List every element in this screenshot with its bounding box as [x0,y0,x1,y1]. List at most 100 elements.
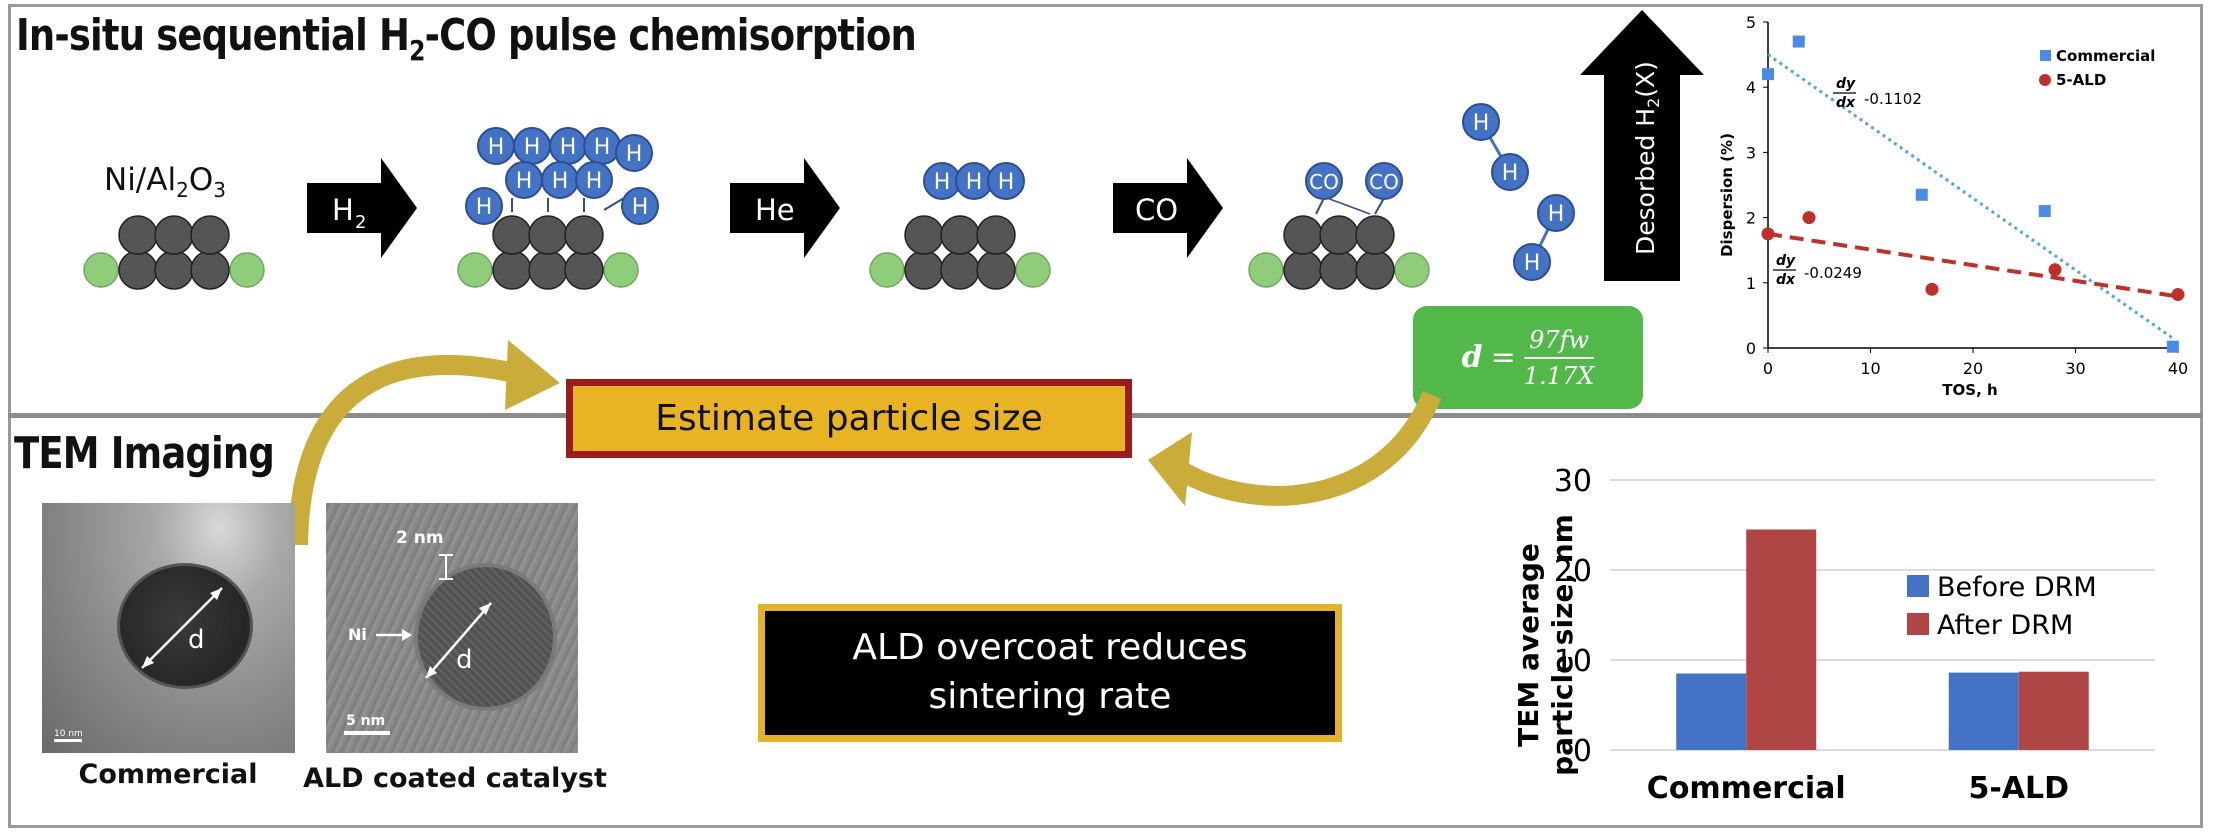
svg-text:H: H [524,135,541,160]
svg-text:10 nm: 10 nm [54,729,83,739]
caption-commercial: Commercial [78,759,258,790]
point-5ald [2048,263,2062,277]
svg-text:H: H [552,169,569,194]
ald-box-line2: sintering rate [928,676,1172,717]
svg-text:H: H [1524,251,1541,276]
estimate-particle-size-box: Estimate particle size [566,379,1132,458]
point-commercial [2038,205,2051,218]
legend-after-drm: After DRM [1937,610,2073,641]
svg-text:H: H [476,195,493,220]
dispersion-y-tick-label: 0 [1746,339,1756,358]
particle-size-formula: d = 97fw 1.17X [1413,306,1643,409]
desorbed-h2-molecules: HH HH [1462,103,1575,281]
legend-marker-before [1907,575,1929,597]
svg-text:CO: CO [1135,193,1178,227]
dispersion-x-tick-label: 30 [2065,359,2085,378]
tem-axes: 0 10 20 30 [1554,464,2155,769]
tem-y-label-1: TEM average [1512,543,1545,747]
svg-text:-0.0249: -0.0249 [1804,264,1862,282]
bottom-title: TEM Imaging [14,428,275,479]
svg-text:5 nm: 5 nm [346,713,385,729]
tem-y-tick-label: 0 [1573,734,1592,769]
dispersion-x-tick-label: 10 [1860,359,1880,378]
dispersion-y-axis-label: Dispersion (%) [1718,133,1736,257]
dispersion-legend: Commercial 5-ALD [2039,47,2155,89]
tem-image-ald: d 2 nm Ni 5 nm [326,503,578,753]
caption-ald: ALD coated catalyst [303,763,607,794]
dispersion-y-tick-label: 3 [1746,143,1756,162]
trendline-5ald [1767,231,2179,299]
svg-text:Ni: Ni [348,625,367,644]
tem-legend: Before DRM After DRM [1907,572,2097,641]
svg-text:d: d [456,645,473,675]
top-title: In-situ sequential H2-CO pulse chemisorp… [16,10,917,67]
tem-y-tick-label: 30 [1554,464,1592,499]
point-5ald [1761,227,1775,241]
tem-image-commercial: d 10 nm [42,503,295,753]
legend-before-drm: Before DRM [1937,572,2097,603]
trendline-commercial [1767,53,2174,340]
dispersion-y-tick-label: 2 [1746,209,1756,228]
svg-text:dy: dy [1776,253,1796,269]
point-commercial [2166,340,2179,353]
diameter-arrow-commercial: d 10 nm [54,587,223,742]
bar-after-commercial [1746,529,1817,750]
tem-y-tick-label: 10 [1554,644,1592,679]
svg-text:H: H [594,135,611,160]
point-5ald [1802,211,1816,225]
legend-marker-5ald [2039,74,2051,86]
svg-text:H: H [1502,161,1519,186]
svg-text:H: H [488,135,505,160]
catalyst-bare [83,215,265,290]
particle-ald [414,563,557,711]
svg-text:He: He [755,193,795,227]
svg-text:d: d [188,625,205,655]
slope-annotation-commercial: dy dx -0.1102 [1833,76,1922,111]
legend-commercial: Commercial [2056,47,2155,65]
dispersion-x-tick-label: 20 [1963,359,1983,378]
desorbed-arrow: Desorbed H2(X) [1580,10,1704,281]
svg-text:CO: CO [1309,170,1339,194]
dispersion-x-tick-label: 0 [1763,359,1773,378]
ald-box-line1: ALD overcoat reduces [852,627,1248,669]
point-commercial [1762,68,1774,81]
catalyst-co-adsorbed: CO CO [1248,162,1430,290]
bar-before-5ald [1948,672,2019,750]
diameter-arrow-ald: d 2 nm Ni 5 nm [344,528,492,735]
step-arrow-co: CO [1113,158,1223,258]
svg-text:H: H [516,169,533,194]
svg-text:H: H [1548,202,1565,227]
svg-text:H: H [966,170,983,195]
svg-text:2: 2 [355,212,366,233]
svg-text:CO: CO [1369,170,1399,194]
bar-before-commercial [1676,673,1747,750]
ald-overcoat-box: ALD overcoat reduces sintering rate [758,604,1342,742]
svg-text:-0.1102: -0.1102 [1864,90,1922,108]
slope-annotation-5ald: dy dx -0.0249 [1773,253,1862,288]
dispersion-y-tick-label: 1 [1746,274,1756,293]
legend-marker-after [1907,613,1929,635]
dispersion-y-tick-label: 4 [1746,78,1756,97]
svg-text:dx: dx [1836,95,1856,111]
svg-text:H: H [934,170,951,195]
legend-marker-commercial [2040,50,2051,61]
dispersion-x-tick-label: 40 [2168,359,2188,378]
svg-text:dx: dx [1776,272,1796,288]
legend-5ald: 5-ALD [2056,71,2106,89]
point-commercial [1792,35,1805,48]
point-5ald [2171,288,2185,302]
point-commercial [1915,188,1928,201]
step-arrow-he: He [730,158,840,258]
svg-text:H: H [632,195,649,220]
dispersion-x-axis-label: TOS, h [1942,381,1997,399]
tem-y-tick-label: 20 [1554,554,1592,589]
svg-text:H: H [998,170,1015,195]
svg-text:Desorbed H2(X): Desorbed H2(X) [1631,61,1663,255]
svg-text:H: H [586,169,603,194]
